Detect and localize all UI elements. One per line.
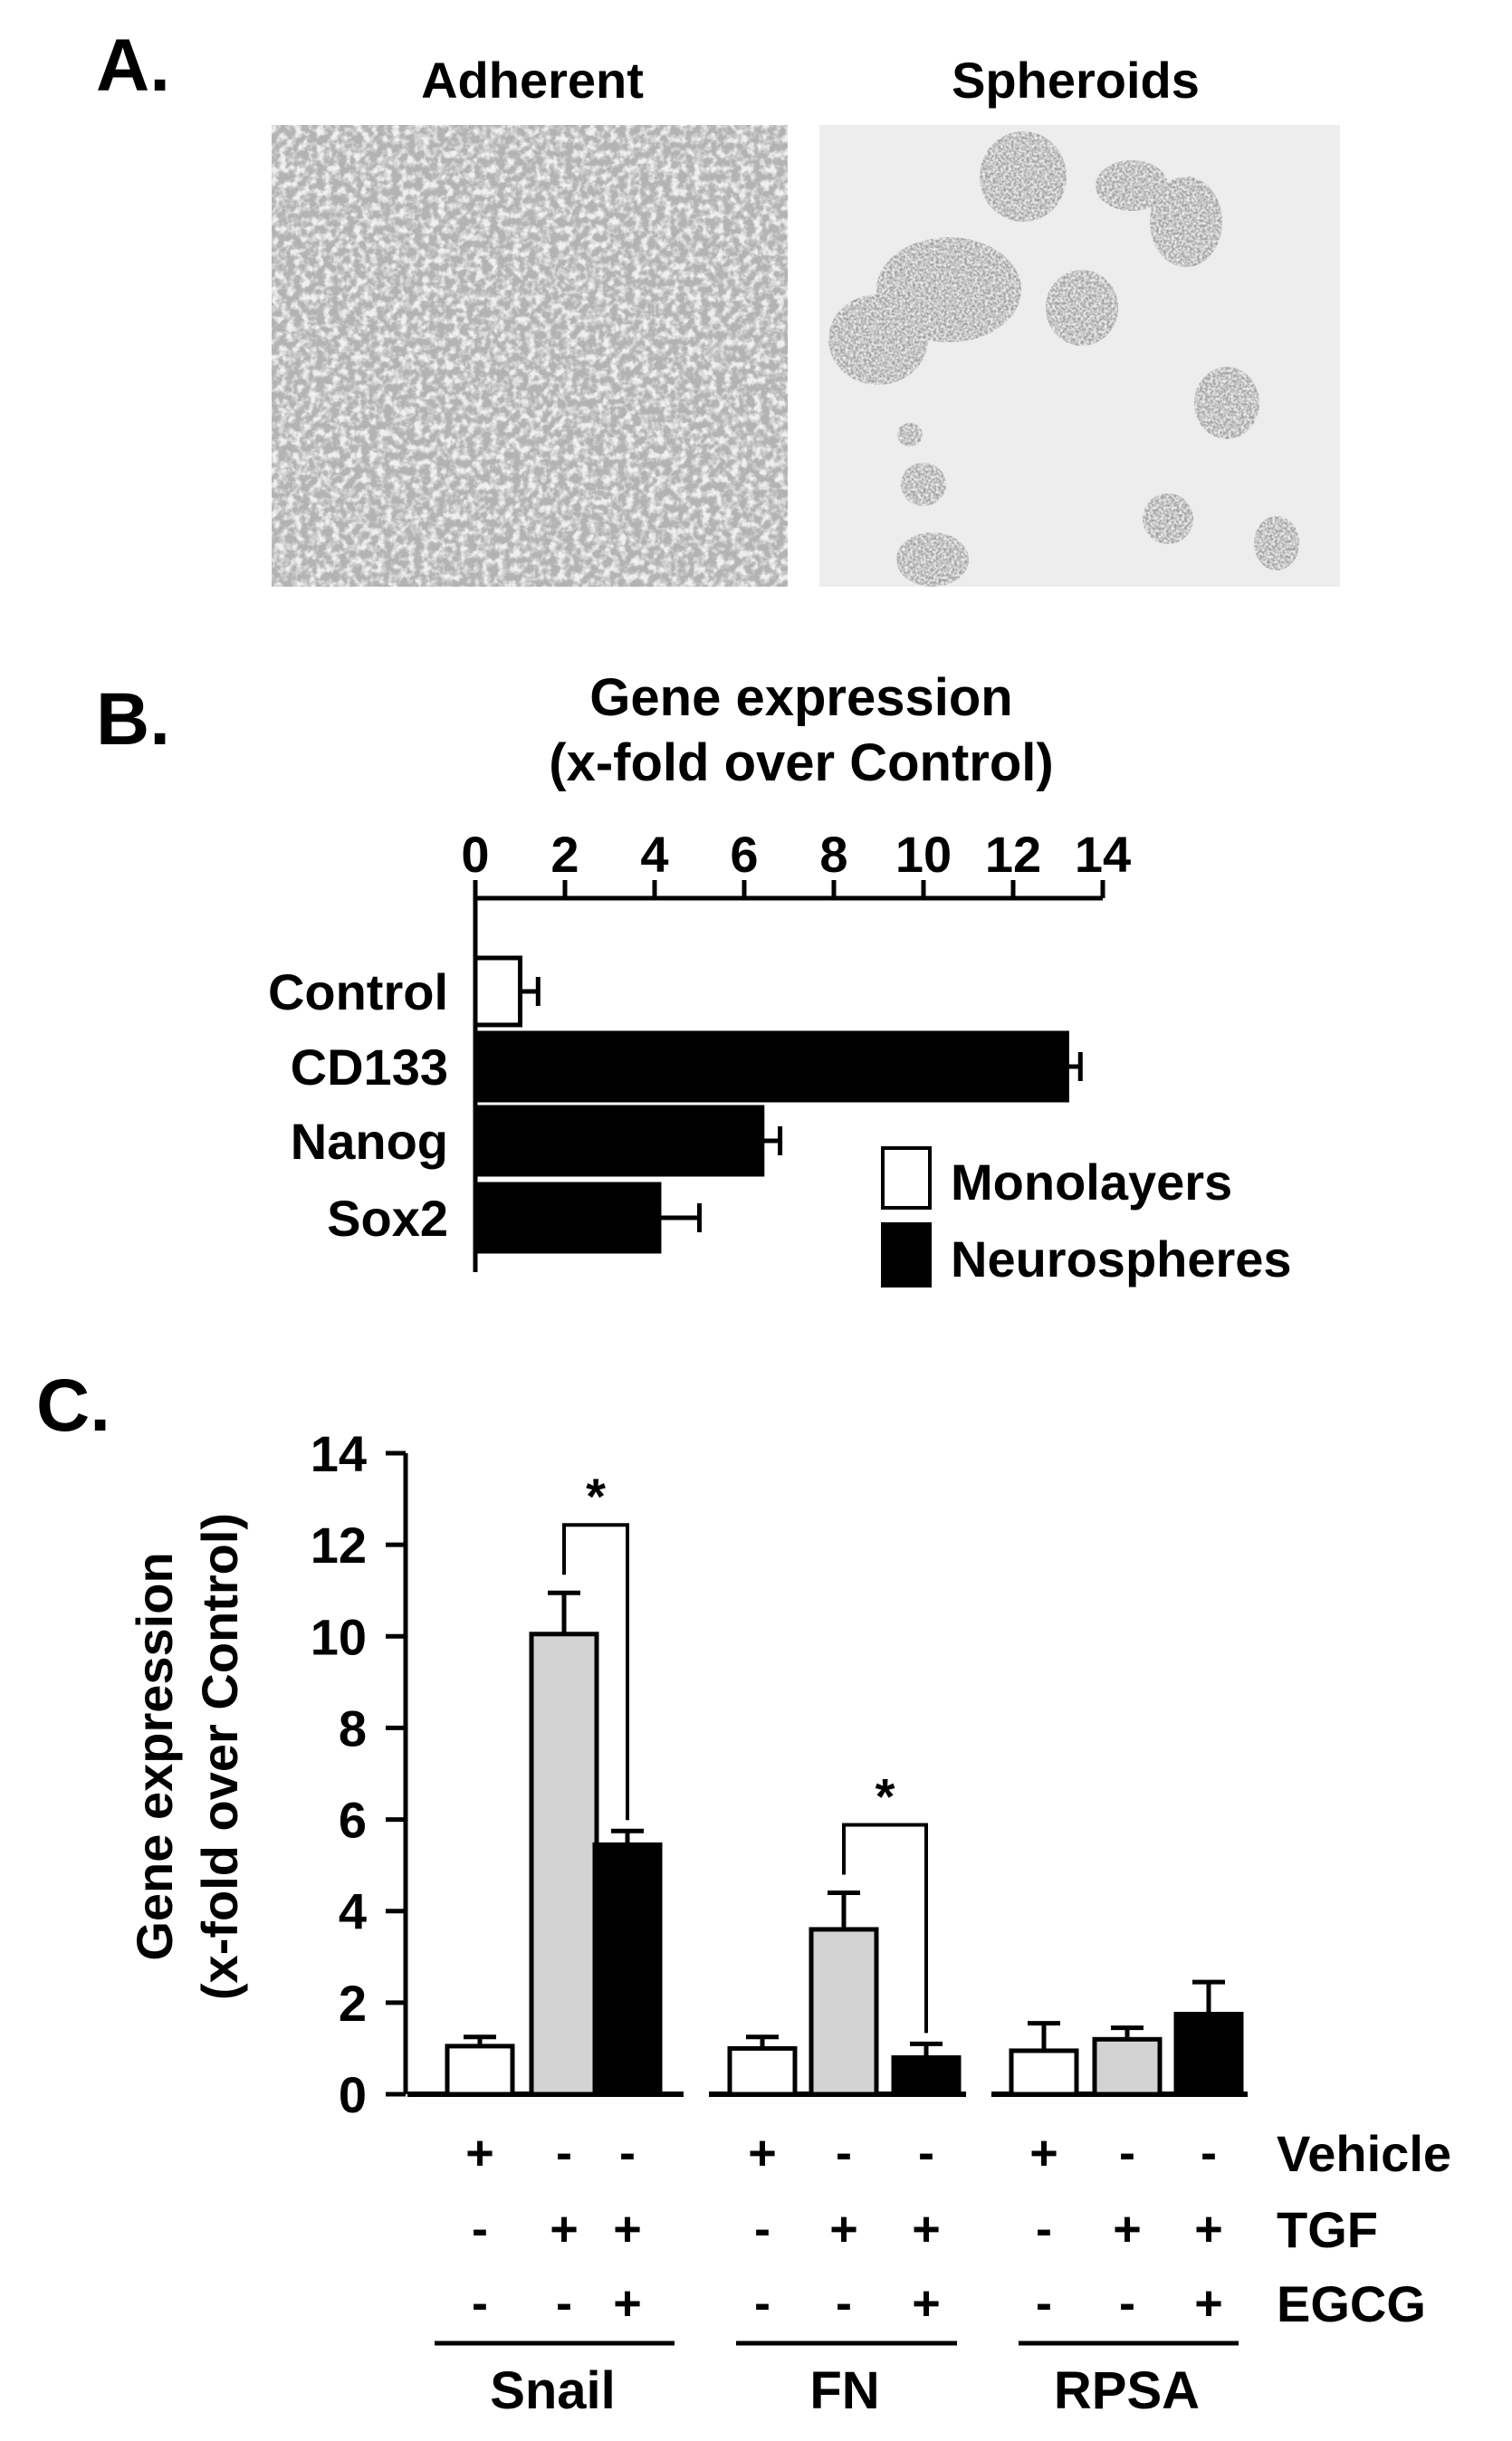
treatment-sign: + [613,2202,642,2256]
spheroids-title: Spheroids [952,52,1200,109]
treatment-row-label: TGF [1277,2201,1378,2258]
chart-b-x-tick-label: 2 [550,826,579,883]
chart-b-bars [473,955,1083,1254]
treatment-sign: + [1113,2202,1142,2256]
chart-c-bar [445,2044,515,2097]
chart-c-y-tick-label: 4 [339,1883,367,1940]
chart-c-bar [1173,2012,1244,2097]
treatment-row-label: EGCG [1277,2275,1426,2332]
chart-c-bar [1092,2036,1163,2097]
chart-b-bar [473,1182,662,1254]
panel-a-label: A. [96,24,170,107]
treatment-sign: - [754,2202,770,2256]
significance-marker: * [586,1468,606,1525]
chart-b-category-label: CD133 [291,1039,448,1096]
treatment-sign: + [550,2202,579,2256]
treatment-sign: - [472,2276,488,2331]
treatment-sign: + [1194,2202,1223,2256]
adherent-title: Adherent [421,52,644,109]
chart-c-ylabel-line-1: Gene expression [126,1552,183,1960]
treatment-sign: + [1029,2126,1058,2180]
significance-bracket [842,1823,928,2034]
chart-c-bar [809,1927,879,2097]
treatment-sign: + [912,2276,941,2331]
treatment-sign: - [1119,2276,1135,2331]
chart-c-axes: 0 2 4 6 8 10 12 14 [311,1425,1248,2123]
chart-b-legend: Monolayers Neurospheres [881,1146,1292,1288]
chart-c-bar [529,1632,599,2097]
adherent-micrograph [272,125,788,587]
legend-swatch-monolayers [881,1146,932,1210]
legend-swatch-neurospheres [881,1222,932,1288]
chart-c-bar [891,2055,962,2097]
treatment-sign: - [836,2126,852,2180]
chart-b-bar [473,1030,1069,1103]
chart-c-y-tick-label: 8 [339,1699,367,1757]
chart-b-x-tick-label: 8 [819,826,847,883]
spheroids-micrograph [819,125,1340,587]
chart-b-x-tick-label: 10 [895,826,952,883]
panel-c: C. Gene expression (x-fold over Control)… [36,1364,1451,2420]
treatment-sign: - [1201,2126,1217,2180]
chart-b-category-label: Control [268,963,448,1020]
chart-b-x-tick-label: 6 [730,826,758,883]
chart-c-y-tick-label: 6 [339,1792,367,1849]
treatment-sign: - [1036,2202,1052,2256]
chart-b-title-line-2: (x-fold over Control) [549,733,1053,792]
panel-c-label: C. [36,1364,110,1447]
treatment-row-label: Vehicle [1277,2125,1451,2182]
group-label: RPSA [1054,2361,1200,2420]
treatment-sign: - [918,2126,934,2180]
treatment-sign: + [613,2276,642,2331]
chart-c-bar [1009,2048,1079,2097]
chart-c-bar [592,1842,663,2097]
panel-b-label: B. [96,678,170,761]
treatment-sign: - [754,2276,770,2331]
treatment-sign: - [472,2202,488,2256]
significance-marker: * [876,1767,895,1824]
chart-b-x-tick-label: 14 [1075,826,1131,883]
panel-b: B. Gene expression (x-fold over Control)… [96,668,1292,1288]
treatment-table: VehicleTGFEGCG+---++--+Snail+---++--+FN+… [435,2125,1451,2420]
treatment-sign: - [619,2126,636,2180]
legend-label-neurospheres: Neurospheres [951,1230,1292,1288]
chart-c-ylabel-line-2: (x-fold over Control) [191,1513,248,2000]
group-label: FN [809,2361,879,2420]
chart-c-significance: ** [562,1468,928,2034]
chart-c-bars [445,1590,1244,2097]
chart-b-category-label: Nanog [291,1113,448,1170]
chart-c-y-tick-label: 12 [311,1517,367,1574]
treatment-sign: + [912,2202,941,2256]
treatment-sign: + [829,2202,858,2256]
panel-a: A. Adherent Spheroids [96,24,1340,587]
chart-b-category-label: Sox2 [327,1190,448,1247]
chart-c-y-tick-label: 10 [311,1608,367,1665]
chart-b-bar [473,1105,765,1177]
treatment-sign: - [836,2276,852,2331]
chart-c-y-tick-label: 2 [339,1975,367,2032]
treatment-sign: - [1036,2276,1052,2331]
chart-c-y-tick-label: 14 [311,1425,367,1482]
treatment-sign: + [1194,2276,1223,2331]
treatment-sign: - [1119,2126,1135,2180]
group-label: Snail [490,2361,616,2420]
chart-b-x-tick-label: 4 [640,826,668,883]
significance-bracket [562,1523,629,1821]
chart-c-bar [727,2045,798,2097]
treatment-sign: - [556,2126,572,2180]
treatment-sign: + [748,2126,777,2180]
treatment-sign: - [556,2276,572,2331]
legend-label-monolayers: Monolayers [951,1153,1232,1211]
chart-c-y-tick-label: 0 [339,2066,367,2123]
chart-b-bar [473,955,522,1028]
chart-b-x-tick-label: 0 [461,826,489,883]
chart-b-x-tick-label: 12 [985,826,1041,883]
treatment-sign: + [465,2126,494,2180]
chart-b-title-line-1: Gene expression [589,668,1012,727]
